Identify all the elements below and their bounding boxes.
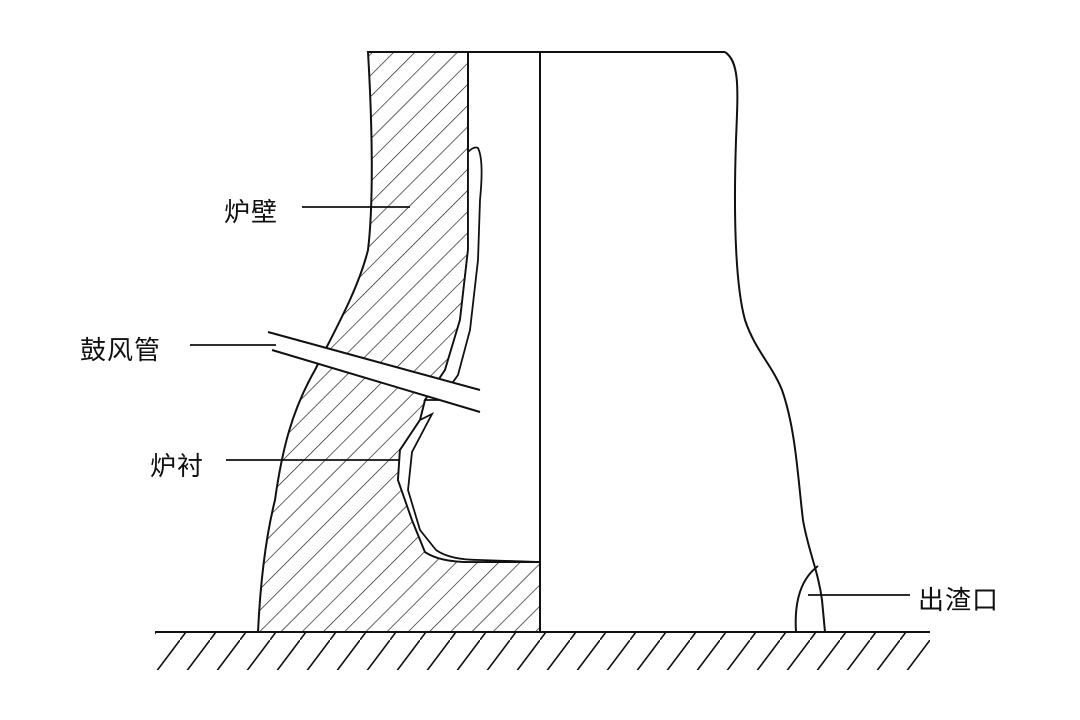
label-furnace-wall: 炉壁 <box>224 198 279 228</box>
label-tuyere: 鼓风管 <box>80 336 162 366</box>
furnace-right-profile <box>724 51 826 633</box>
ground-hatch <box>155 632 930 670</box>
label-slag-outlet: 出渣口 <box>918 586 1000 616</box>
tuyere-pipe <box>268 332 480 412</box>
slag-outlet <box>794 565 819 633</box>
label-lining: 炉衬 <box>150 452 205 482</box>
lining-lower <box>397 411 541 563</box>
